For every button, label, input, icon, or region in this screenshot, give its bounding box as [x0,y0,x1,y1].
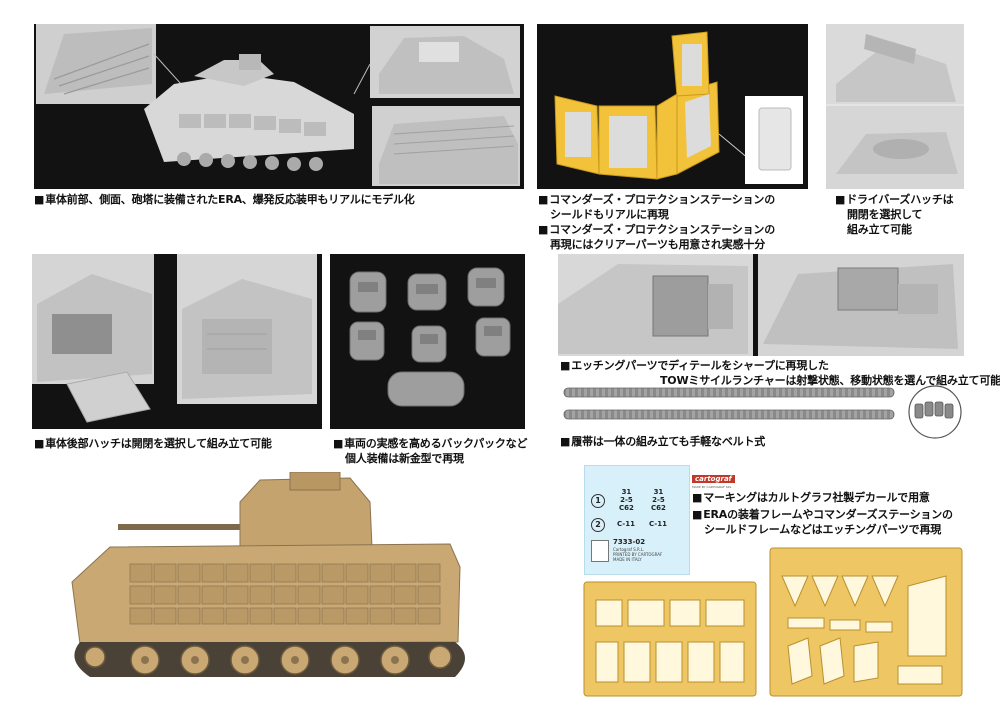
commander-station-caption: コマンダーズ・プロテクションステーションの シールドもリアルに再現 コマンダーズ… [538,192,775,252]
etching-fret-small [583,581,757,697]
driver-caption-line-3: 組み立て可能 [847,223,912,236]
tow-caption-line-2: TOWミサイルランチャーは射撃状態、移動状態を選んで組み立て可能 [660,374,1000,387]
clear-parts-illustration [554,31,803,184]
backpack-illustration [349,267,511,407]
etching-caption-line-1: ERAの装着フレームやコマンダーズステーションの [692,507,953,522]
track-caption: 履帯は一体の組み立ても手軽なベルト式 [560,434,765,449]
backpack-caption-line-2: 個人装備は新金型で再現 [345,452,464,465]
decal-stamp-icon [591,540,609,562]
track-caption-line: 履帯は一体の組み立ても手軽なベルト式 [560,434,765,449]
decal-row-2: 2 C-11 C-11 [589,518,685,534]
decal-text: C-11 [649,520,667,528]
era-model-illustration [36,24,520,186]
driver-hatch-caption: ドライバーズハッチは 開閉を選択して 組み立て可能 [835,192,953,237]
decal-text: C-11 [617,520,635,528]
decal-row-2-number: 2 [591,518,605,532]
rear-hatch-illustration [32,254,317,423]
decal-sheet: 1 31 2-5 C62 31 2-5 C62 2 C-11 C-11 7333… [584,465,690,575]
vehicle-profile-illustration [71,472,465,677]
decal-footer-text: MADE IN ITALY [613,557,642,562]
decal-footer: 7333-02 Cartograf S.R.L. PRINTED BY CART… [591,538,683,570]
decal-row-1: 1 31 2-5 C62 31 2-5 C62 [589,488,685,518]
driver-hatch-panel [826,24,964,189]
decal-footer-text: PRINTED BY CARTOGRAF [613,552,663,557]
track-belt-illustration [563,385,962,439]
commander-caption-line-3: コマンダーズ・プロテクションステーションの [538,222,775,237]
commander-station-panel [537,24,808,189]
backpack-caption-line-1: 車両の実感を高めるバックパックなど [333,436,527,451]
cartograf-logo: cartograf MADE BY CARTOGRAF SRL [692,466,744,489]
commander-caption-line-1: コマンダーズ・プロテクションステーションの [538,192,775,207]
era-photo-panel [34,24,524,189]
driver-hatch-illustration [826,24,964,189]
marking-caption-line: マーキングはカルトグラフ社製デカールで用意 [692,490,930,505]
decal-text: 2-5 [652,496,665,504]
decal-row-1-number: 1 [591,494,605,508]
commander-caption-line-2: シールドもリアルに再現 [550,208,669,221]
tow-launcher-illustration [558,254,964,356]
decal-footer-text: Cartograf S.R.L. [613,547,645,552]
commander-caption-line-4: 再現にはクリアーパーツも用意され実感十分 [550,238,766,251]
decal-text: C62 [619,504,634,512]
etching-caption-line-2: シールドフレームなどはエッチングパーツで再現 [704,523,942,536]
etching-fret-large [769,547,963,697]
rear-hatch-panel [32,254,322,429]
cartograf-logo-sub: MADE BY CARTOGRAF SRL [692,485,732,489]
decal-text: 31 [653,488,664,496]
tow-caption: エッチングパーツでディテールをシャープに再現した TOWミサイルランチャーは射撃… [560,358,1000,388]
era-caption: 車体前部、側面、砲塔に装備されたERA、爆発反応装甲もリアルにモデル化 [34,192,415,207]
driver-caption-line-1: ドライバーズハッチは [835,192,953,207]
tow-caption-line-1: エッチングパーツでディテールをシャープに再現した [560,358,1000,373]
era-caption-line: 車体前部、側面、砲塔に装備されたERA、爆発反応装甲もリアルにモデル化 [34,192,415,207]
driver-caption-line-2: 開閉を選択して [847,208,923,221]
decal-text: 2-5 [620,496,633,504]
decal-code: 7333-02 [613,538,646,546]
tow-launcher-panel [558,254,964,356]
decal-text: 31 [621,488,632,496]
cartograf-logo-text: cartograf [692,475,735,483]
etching-caption: ERAの装着フレームやコマンダーズステーションの シールドフレームなどはエッチン… [692,507,953,537]
marking-caption: マーキングはカルトグラフ社製デカールで用意 [692,490,930,505]
rear-hatch-caption-line: 車体後部ハッチは開閉を選択して組み立て可能 [34,436,272,451]
rear-hatch-caption: 車体後部ハッチは開閉を選択して組み立て可能 [34,436,272,451]
backpack-panel [330,254,525,429]
decal-text: C62 [651,504,666,512]
backpack-caption: 車両の実感を高めるバックパックなど 個人装備は新金型で再現 [333,436,527,466]
